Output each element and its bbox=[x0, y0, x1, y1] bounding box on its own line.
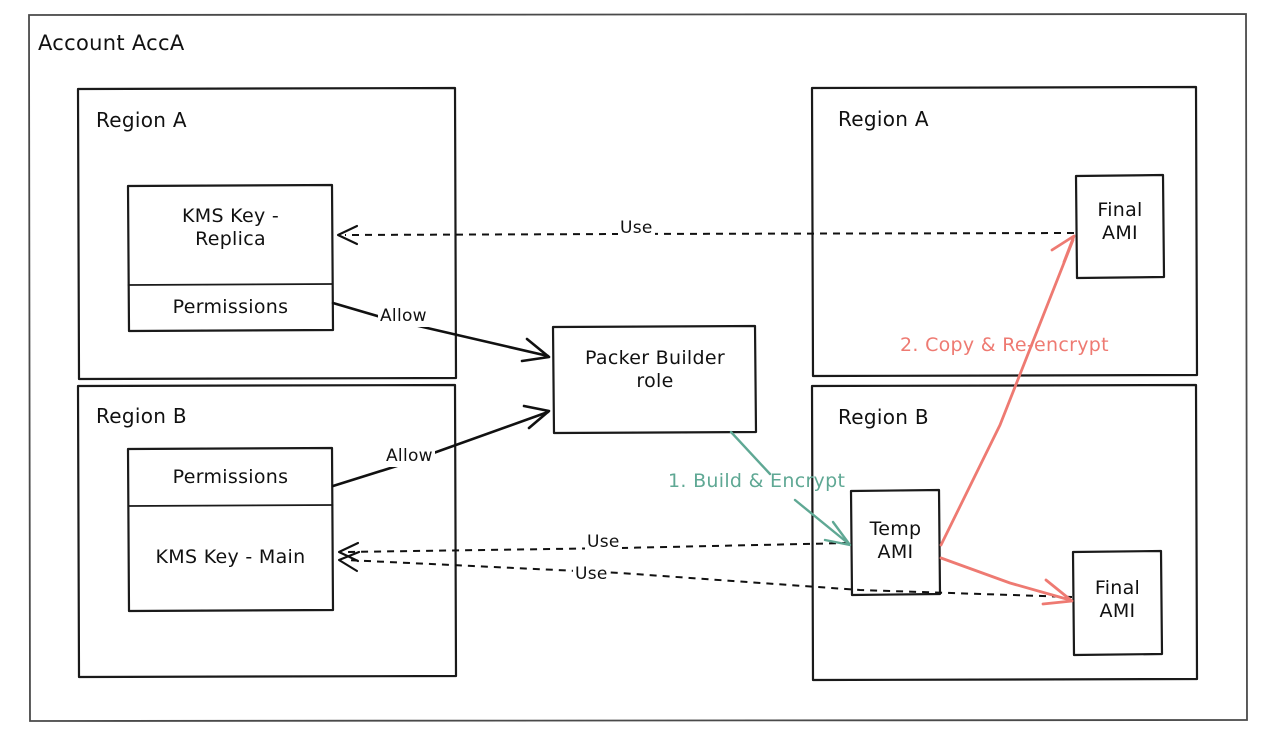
left-region-a-label: Region A bbox=[96, 108, 187, 132]
allow-label-region-b: Allow bbox=[384, 446, 435, 467]
use-label-middle: Use bbox=[585, 532, 622, 553]
final-ami-region-b-box bbox=[1071, 549, 1164, 657]
account-title: Account AccA bbox=[38, 31, 185, 55]
use-label-top: Use bbox=[618, 218, 655, 239]
right-region-b-label: Region B bbox=[838, 405, 929, 429]
permissions-region-a-label: Permissions bbox=[172, 296, 289, 318]
kms-main-divider bbox=[127, 504, 334, 507]
step1-arrow-to-temp-ami bbox=[793, 498, 851, 546]
left-region-b-label: Region B bbox=[96, 404, 187, 428]
allow-label-region-a: Allow bbox=[378, 306, 429, 327]
temp-ami-label: Temp AMI bbox=[869, 518, 922, 564]
final-ami-region-a-label: Final AMI bbox=[1097, 199, 1143, 245]
right-region-a-container bbox=[810, 85, 1199, 378]
use-edge-middle-arrowhead bbox=[337, 541, 360, 563]
final-ami-region-b-label: Final AMI bbox=[1094, 577, 1141, 623]
kms-key-replica-box bbox=[126, 183, 335, 333]
use-edge-bottom bbox=[345, 559, 1073, 598]
step2-arrow-to-final-ami-region-b bbox=[939, 556, 1072, 602]
step-2-label: 2. Copy & Re-encrypt bbox=[900, 334, 1109, 356]
temp-ami-box bbox=[849, 488, 942, 597]
kms-replica-divider bbox=[127, 283, 334, 286]
step1-arrow-to-temp-ami-head bbox=[823, 520, 852, 547]
allow-edge-region-b-arrowhead bbox=[522, 404, 551, 430]
use-label-bottom: Use bbox=[573, 564, 610, 585]
step1-leader-from-role bbox=[729, 430, 772, 476]
kms-key-replica-label: KMS Key - Replica bbox=[182, 205, 279, 251]
use-edge-top-arrowhead bbox=[336, 224, 359, 246]
use-edge-top bbox=[344, 232, 1075, 236]
final-ami-region-a-box bbox=[1074, 173, 1166, 280]
step2-arrow-to-final-ami-region-b-head bbox=[1041, 578, 1074, 606]
step2-arrow-to-final-ami-region-a-head bbox=[1050, 234, 1076, 264]
packer-builder-role-label: Packer Builder role bbox=[585, 347, 725, 393]
step2-arrow-to-final-ami-region-a bbox=[939, 238, 1075, 547]
kms-key-main-label: KMS Key - Main bbox=[155, 546, 306, 568]
use-edge-bottom-arrowhead bbox=[337, 550, 361, 573]
packer-builder-role-box bbox=[551, 324, 758, 435]
right-region-a-label: Region A bbox=[838, 107, 929, 131]
step-1-label: 1. Build & Encrypt bbox=[668, 470, 846, 492]
permissions-region-b-label: Permissions bbox=[172, 466, 289, 488]
kms-key-main-box bbox=[126, 446, 335, 613]
allow-edge-region-a-arrowhead bbox=[520, 337, 551, 363]
